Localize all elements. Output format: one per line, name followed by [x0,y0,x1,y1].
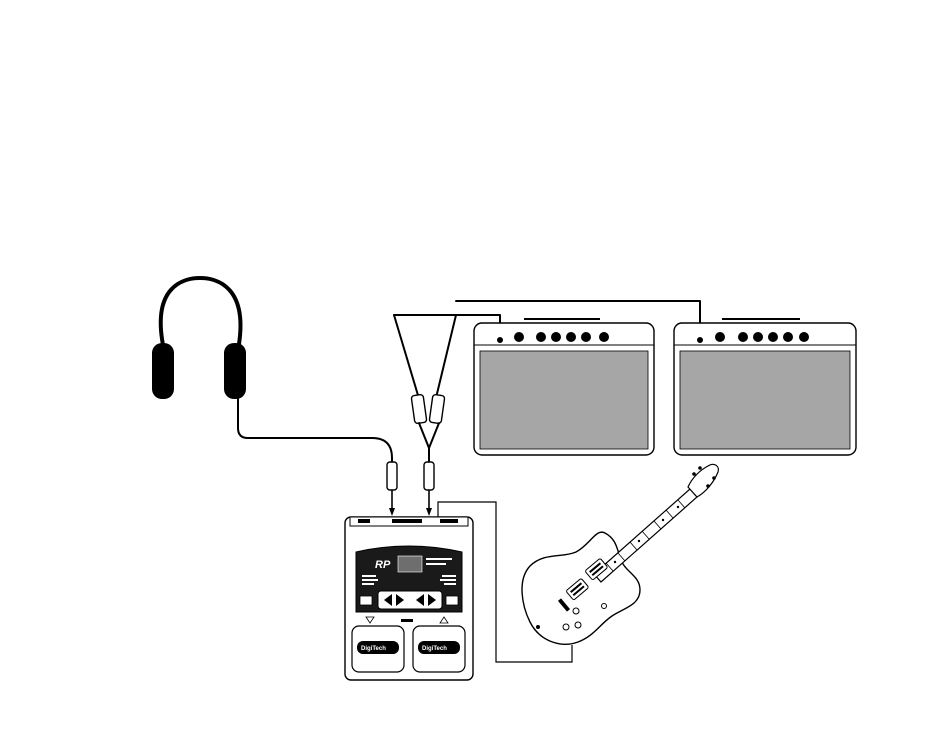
headphone-plug-icon [387,462,397,516]
footswitch-brand-left: DigiTech [361,646,386,652]
pedal-model-label: RP [375,559,391,571]
amplifier-icon [674,319,856,455]
amplifier-icon [474,319,654,455]
headphone-cable [238,398,392,462]
headphones-icon [152,278,246,399]
guitar-icon [522,464,718,644]
multi-effects-pedal-icon: RP DigiTech DigiTech [345,517,473,680]
footswitch-brand-right: DigiTech [422,646,447,652]
